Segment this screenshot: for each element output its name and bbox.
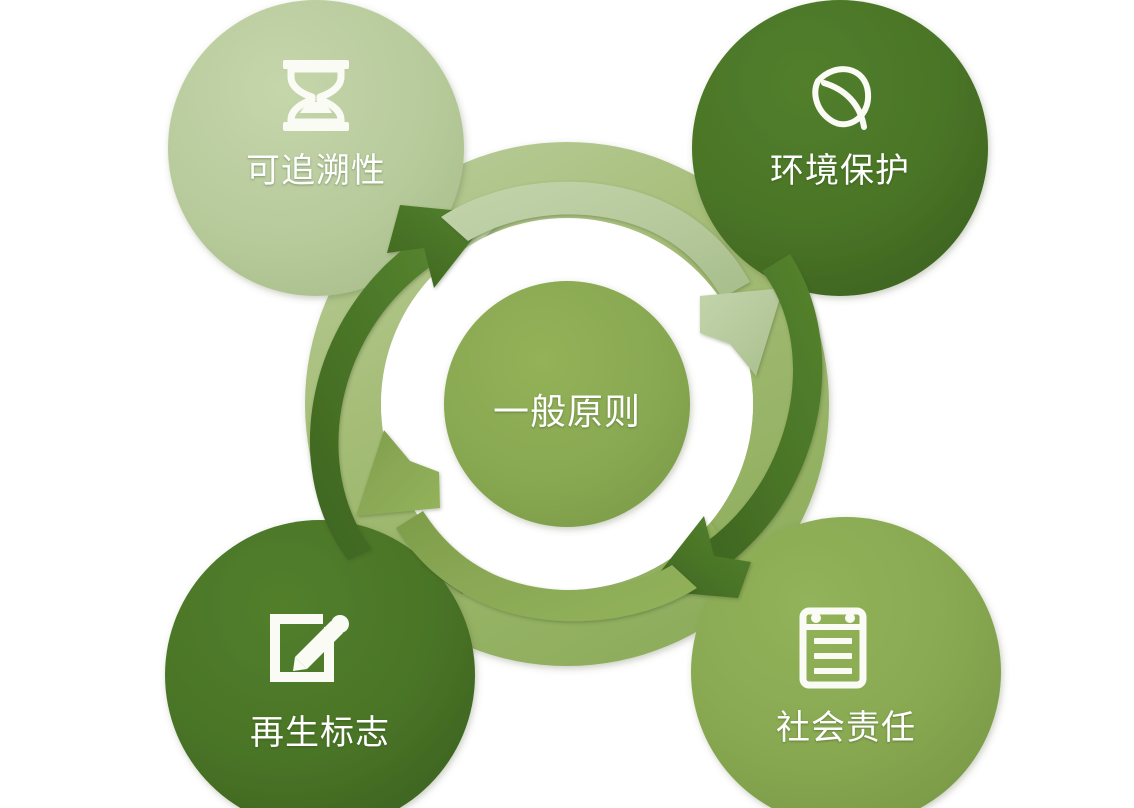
center-node[interactable] — [444, 281, 690, 527]
arrow-bottom-left — [356, 430, 697, 622]
document-icon — [799, 607, 867, 689]
edit-square-icon — [270, 614, 349, 682]
hourglass-icon — [283, 60, 349, 131]
arrow-top-right — [441, 181, 783, 376]
leaf-icon — [812, 66, 872, 130]
